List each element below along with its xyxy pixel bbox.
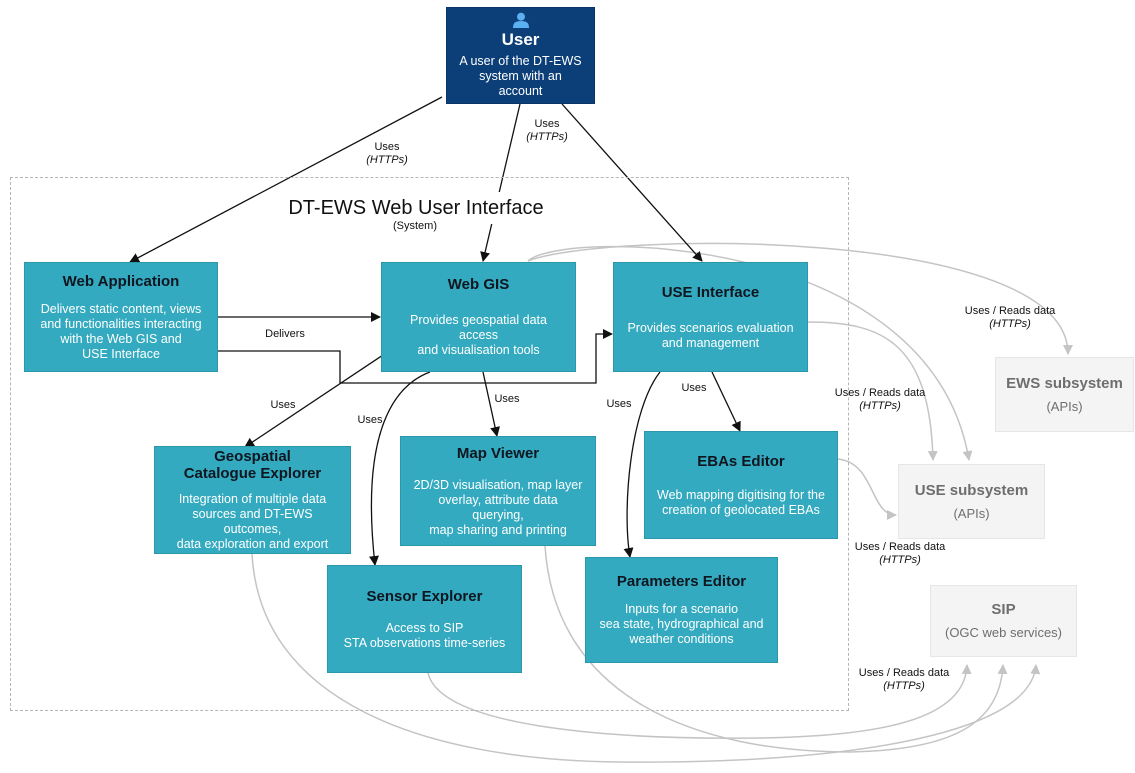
use-interface-title: USE Interface (661, 283, 760, 301)
edge-label-webgis-sensor: Uses (357, 414, 383, 426)
map-viewer-desc-line: map sharing and printing (429, 522, 567, 537)
map-viewer-node[interactable]: Map Viewer 2D/3D visualisation, map laye… (400, 436, 596, 546)
web-application-desc-line: and functionalities interacting (40, 316, 202, 331)
geospatial-catalogue-desc-line: sources and DT-EWS outcomes, (192, 507, 313, 536)
use-interface-node[interactable]: USE Interface Provides scenarios evaluat… (613, 262, 808, 372)
geospatial-catalogue-node[interactable]: Geospatial Catalogue Explorer Integratio… (154, 446, 351, 554)
map-viewer-desc-line: overlay, attribute data querying, (438, 492, 558, 522)
use-subsystem-node[interactable]: USE subsystem (APIs) (898, 464, 1045, 539)
sensor-explorer-title: Sensor Explorer (366, 587, 483, 605)
geospatial-catalogue-desc-line: Integration of multiple data (178, 492, 327, 506)
ebas-editor-desc-line: Web mapping digitising for the (657, 487, 825, 502)
web-application-desc-line: Delivers static content, views (40, 301, 202, 316)
edge-user-to-webapp (129, 96, 443, 263)
sensor-explorer-desc-line: STA observations time-series (343, 635, 506, 650)
sip-desc: (OGC web services) (944, 625, 1063, 640)
edge-label-ews-reads: Uses / Reads data (HTTPs) (964, 305, 1056, 330)
edge-useinterface-to-params (623, 371, 661, 558)
use-interface-desc-line: Provides scenarios evaluation (627, 320, 794, 335)
parameters-editor-node[interactable]: Parameters Editor Inputs for a scenario … (585, 557, 778, 663)
web-application-node[interactable]: Web Application Delivers static content,… (24, 262, 218, 372)
edge-label-delivers: Delivers (265, 328, 305, 340)
system-boundary (10, 177, 849, 711)
edge-label-webgis-mapviewer: Uses (494, 393, 520, 405)
parameters-editor-title: Parameters Editor (616, 573, 747, 590)
ews-subsystem-desc: (APIs) (1046, 398, 1083, 414)
web-application-desc-line: USE Interface (82, 346, 160, 361)
ebas-editor-title: EBAs Editor (697, 452, 785, 470)
edge-label-user-webgis: Uses (HTTPs) (526, 118, 568, 143)
user-title: User (501, 30, 540, 49)
user-node[interactable]: User A user of the DT-EWS system with an… (446, 7, 595, 104)
edge-user-to-useinterface (561, 103, 703, 262)
sensor-explorer-node[interactable]: Sensor Explorer Access to SIP STA observ… (327, 565, 522, 673)
edge-mapviewer-to-sip (544, 545, 1008, 753)
user-desc-line2: system with an account (479, 69, 562, 98)
edge-label-sip-reads: Uses / Reads data (HTTPs) (858, 667, 950, 692)
web-gis-title: Web GIS (447, 276, 510, 293)
web-application-desc-line: with the Web GIS and (60, 331, 182, 346)
sensor-explorer-desc-line: Access to SIP (385, 620, 464, 635)
web-gis-node[interactable]: Web GIS Provides geospatial data access … (381, 262, 576, 372)
edge-label-ebas-reads: Uses / Reads data (HTTPs) (854, 541, 946, 566)
ebas-editor-desc-line: creation of geolocated EBAs (662, 502, 820, 517)
edge-label-useinterface-params: Uses (606, 398, 632, 410)
web-gis-desc-line: and visualisation tools (417, 343, 540, 357)
use-subsystem-title: USE subsystem (914, 481, 1029, 499)
parameters-editor-desc-line: weather conditions (629, 632, 734, 646)
edge-webgis-to-catalogue (244, 354, 384, 448)
use-interface-desc-line: and management (661, 335, 760, 350)
edge-useinterface-to-ebas (711, 371, 741, 432)
edge-webgis-to-sensor (369, 371, 431, 566)
edge-user-to-webgis (480, 103, 521, 262)
user-desc-line1: A user of the DT-EWS (459, 54, 582, 68)
geospatial-catalogue-title-line: Geospatial (214, 448, 291, 465)
edge-webgis-to-ews-subsystem (527, 242, 1073, 355)
edge-label-webgis-catalogue: Uses (270, 399, 296, 411)
geospatial-catalogue-title-line: Catalogue Explorer (183, 465, 322, 482)
edge-webapp-delivers-useinterface (218, 329, 613, 384)
edge-label-useinterface-reads: Uses / Reads data (HTTPs) (834, 387, 926, 412)
map-viewer-title: Map Viewer (456, 444, 540, 462)
ews-subsystem-title: EWS subsystem (1006, 374, 1123, 392)
edge-sensor-to-sip (427, 664, 972, 739)
parameters-editor-desc-line: sea state, hydrographical and (599, 617, 764, 631)
web-gis-desc-line: Provides geospatial data access (410, 313, 547, 342)
system-subtitle: (System) (393, 220, 437, 232)
use-subsystem-desc: (APIs) (953, 505, 990, 521)
edge-label-user-webapp: Uses (HTTPs) (366, 141, 408, 166)
geospatial-catalogue-desc-line: data exploration and export (176, 537, 329, 551)
system-title: DT-EWS Web User Interface (285, 192, 547, 224)
edge-label-useinterface-ebas: Uses (681, 382, 707, 394)
sip-node[interactable]: SIP (OGC web services) (930, 585, 1077, 657)
edge-webgis-to-mapviewer (482, 371, 500, 437)
map-viewer-desc-line: 2D/3D visualisation, map layer (413, 477, 583, 492)
edge-useinterface-to-use-subsystem (807, 321, 938, 461)
sip-title: SIP (991, 601, 1016, 618)
person-icon (512, 12, 529, 28)
parameters-editor-desc-line: Inputs for a scenario (624, 602, 739, 616)
web-application-title: Web Application (62, 272, 180, 290)
ews-subsystem-node[interactable]: EWS subsystem (APIs) (995, 357, 1134, 432)
ebas-editor-node[interactable]: EBAs Editor Web mapping digitising for t… (644, 431, 838, 539)
